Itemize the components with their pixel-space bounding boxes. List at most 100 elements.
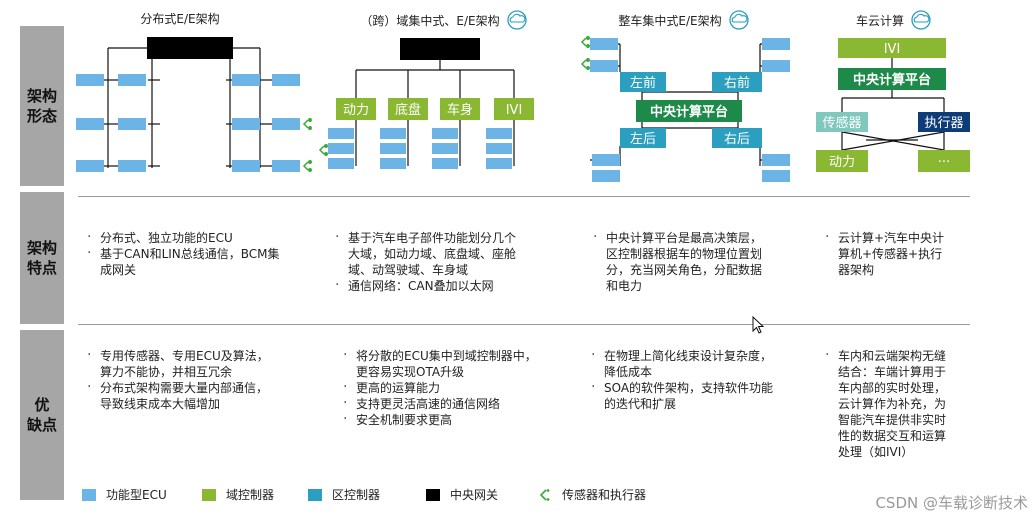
pros-cons-central: 在物理上简化线束设计复杂度， 降低成本 SOA的软件架构，支持软件功能 的迭代和…	[586, 347, 816, 412]
legend-item-domain-controller: 域控制器	[202, 486, 274, 503]
legend-item-sensor-actuator: 传感器和执行器	[538, 486, 646, 503]
pros-cons-item: 性的数据交互和运算	[838, 429, 947, 443]
features-cloud: 云计算+汽车中央计 算机+传感器+执行 器架构	[820, 229, 980, 278]
pros-cons-item: 将分散的ECU集中到域控制器中，	[338, 347, 578, 364]
legend-item-ecu: 功能型ECU	[82, 486, 167, 503]
zone-rear-left-label: 左后	[630, 132, 656, 147]
diagram-domain	[355, 58, 515, 166]
pros-cons-item: 降低成本	[604, 365, 653, 379]
domain-ivi-label: IVI	[506, 103, 523, 118]
column-title-domain: （跨）域集中式、E/E架构	[330, 10, 560, 30]
feature-item: 器架构	[838, 263, 875, 277]
domain-chassis-label: 底盘	[395, 102, 421, 118]
domain-power-label: 动力	[343, 103, 369, 118]
ecu-swatch	[82, 488, 96, 501]
pros-cons-item: 算力不能协，并相互冗余	[100, 365, 233, 379]
feature-item: 域、动驾驶域、车身域	[348, 263, 469, 277]
cloud-ivi-label: IVI	[884, 42, 901, 57]
row-label-architecture: 架构形态	[20, 26, 64, 186]
column-title-central: 整车集中式E/E架构	[595, 10, 775, 30]
feature-item: 基于CAN和LIN总线通信，BCM集	[82, 245, 322, 262]
row-label-pros-cons: 优缺点	[20, 330, 64, 500]
pros-cons-item: 导致线束成本大幅增加	[100, 397, 221, 411]
sensor-actuator-icon	[302, 118, 312, 172]
watermark: CSDN @车载诊断技术	[875, 494, 1028, 512]
pros-cons-item: 云计算作为补充，为	[838, 397, 947, 411]
pros-cons-item: 支持更灵活高速的通信网络	[338, 395, 578, 412]
zone-front-right-label: 右前	[724, 75, 750, 91]
zone-front-left-label: 左前	[630, 75, 656, 91]
row-separator	[78, 324, 970, 325]
ecu-group	[328, 128, 512, 169]
feature-item: 算机+传感器+执行	[838, 247, 943, 261]
row-label-features: 架构特点	[20, 192, 64, 324]
column-title-cloud: 车云计算	[845, 10, 945, 30]
cloud-ivi-block	[838, 38, 946, 58]
feature-item: 区控制器根据车的物理位置划	[606, 247, 763, 261]
pros-cons-distributed: 专用传感器、专用ECU及算法， 算力不能协，并相互冗余 分布式架构需要大量内部通…	[82, 347, 322, 412]
pros-cons-domain: 将分散的ECU集中到域控制器中， 更容易实现OTA升级 更高的运算能力 支持更灵…	[338, 347, 578, 428]
feature-item: 和电力	[606, 279, 643, 293]
ecu-group	[76, 74, 300, 172]
cloud-sensor-label: 传感器	[822, 115, 861, 131]
central-gateway-swatch	[426, 488, 440, 501]
cloud-actuator-block	[918, 112, 970, 132]
pros-cons-item: 更高的运算能力	[338, 379, 578, 396]
pros-cons-item: SOA的软件架构，支持软件功能	[586, 379, 816, 396]
zone-rear-right-label: 右后	[724, 132, 750, 147]
features-central: 中央计算平台是最高决策层， 区控制器根据车的物理位置划 分，充当网关角色，分配数…	[588, 229, 808, 294]
feature-item: 成网关	[100, 263, 137, 277]
pros-cons-item: 结合：车端计算用于	[838, 365, 947, 379]
central-compute-platform	[636, 100, 742, 122]
sensor-actuator-icon	[318, 144, 328, 156]
feature-item: 云计算+汽车中央计	[820, 229, 980, 246]
architecture-diagrams: 动力 底盘 车身 IVI 左前 右前 左后	[76, 36, 970, 182]
pros-cons-item: 智能汽车提供非实时	[838, 413, 947, 427]
ecu-group	[590, 38, 790, 182]
pros-cons-item: 在物理上简化线束设计复杂度，	[586, 347, 816, 364]
domain-controllers	[336, 98, 534, 120]
feature-item: 分布式、独立功能的ECU	[82, 229, 322, 246]
row-separator	[78, 196, 970, 197]
pros-cons-item: 车内部的实时处理，	[838, 381, 947, 395]
pros-cons-item: 专用传感器、专用ECU及算法，	[82, 347, 322, 364]
column-title-distributed: 分布式E/E架构	[140, 12, 220, 26]
feature-item: 大域，如动力域、底盘域、座舱	[348, 247, 517, 261]
pros-cons-item: 更容易实现OTA升级	[356, 365, 465, 379]
sensor-actuator-icon	[580, 36, 590, 70]
cloud-icon	[506, 10, 527, 30]
features-domain: 基于汽车电子部件功能划分几个 大域，如动力域、底盘域、座舱 域、动驾驶域、车身域…	[330, 229, 570, 294]
pros-cons-item: 的迭代和扩展	[604, 397, 677, 411]
cloud-more-label: ···	[938, 155, 950, 170]
cloud-actuator-label: 执行器	[924, 116, 963, 131]
sensor-actuator-icon	[539, 488, 550, 501]
cloud-power-label: 动力	[829, 155, 855, 170]
cloud-icon	[728, 10, 749, 30]
central-gateway	[147, 37, 233, 59]
zone-controllers	[620, 72, 762, 148]
pros-cons-cloud: 车内和云端架构无缝 结合：车端计算用于 车内部的实时处理， 云计算作为补充，为 …	[820, 347, 990, 460]
domain-controller-swatch	[202, 488, 216, 501]
legend-item-central-gateway: 中央网关	[426, 486, 498, 503]
cloud-central-block	[838, 68, 946, 90]
feature-item: 通信网络：CAN叠加以太网	[330, 277, 570, 294]
cloud-central-label: 中央计算平台	[853, 72, 931, 88]
diagram-cloud	[841, 58, 945, 151]
pros-cons-item: 处理（如IVI）	[838, 445, 914, 459]
feature-item: 分，充当网关角色，分配数据	[606, 263, 763, 277]
zone-controller-swatch	[308, 488, 322, 501]
cloud-icon	[911, 10, 931, 30]
central-gateway	[400, 38, 480, 60]
cloud-power-block	[816, 150, 868, 172]
feature-item: 基于汽车电子部件功能划分几个	[330, 229, 570, 246]
mouse-cursor-icon	[752, 316, 765, 334]
pros-cons-item: 安全机制要求更高	[338, 411, 578, 428]
legend-item-zone-controller: 区控制器	[308, 486, 380, 503]
pros-cons-item: 分布式架构需要大量内部通信，	[82, 379, 322, 396]
cloud-sensor-block	[816, 112, 868, 132]
domain-body-label: 车身	[447, 102, 473, 118]
cloud-more-block	[918, 150, 970, 172]
pros-cons-item: 车内和云端架构无缝	[820, 347, 990, 364]
central-compute-label: 中央计算平台	[650, 104, 728, 120]
features-distributed: 分布式、独立功能的ECU 基于CAN和LIN总线通信，BCM集 成网关	[82, 229, 322, 278]
